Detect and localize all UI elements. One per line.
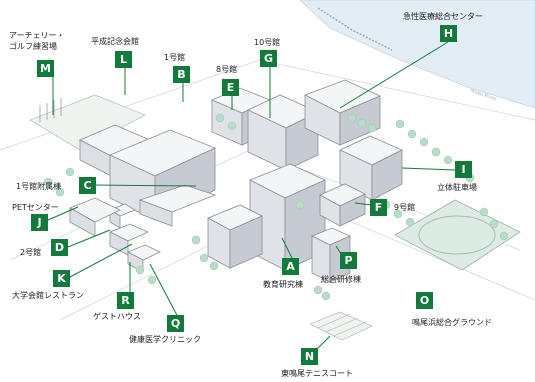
marker-r[interactable]: R [117,292,134,309]
sports-ground [394,199,521,271]
label-r: ゲストハウス [93,312,141,321]
label-l: 平成記念会館 [91,37,139,46]
marker-o[interactable]: O [416,292,433,309]
marker-c[interactable]: C [79,177,96,194]
label-j: PETセンター [12,203,59,212]
label-m-line2: ゴルフ練習場 [9,42,57,51]
label-p: 総合研修棟 [321,275,361,284]
marker-e[interactable]: E [222,79,239,96]
archery-range [29,94,146,151]
label-h: 急性医療総合センター [403,12,483,21]
label-e: 8号館 [216,65,238,74]
marker-p[interactable]: P [340,252,357,269]
marker-b[interactable]: B [173,66,190,83]
label-f: 9号館 [394,203,416,212]
river: Muko River [299,0,535,109]
label-a: 教育研究棟 [263,280,303,289]
label-k: 大学会館レストラン [12,291,84,300]
label-d: 2号館 [20,248,42,257]
label-c: 1号館附属棟 [16,182,62,191]
marker-q[interactable]: Q [167,315,184,332]
label-q: 健康医学クリニック [129,335,201,344]
label-n: 東鳴尾テニスコート [281,369,353,378]
marker-n[interactable]: N [301,348,318,365]
marker-j[interactable]: J [31,214,48,231]
label-m-line1: アーチェリー・ [9,31,65,40]
marker-l[interactable]: L [115,51,132,68]
marker-d[interactable]: D [51,239,68,256]
marker-k[interactable]: K [53,270,70,287]
marker-m[interactable]: M [37,60,54,77]
tennis-courts [309,311,373,341]
marker-g[interactable]: G [260,50,277,67]
label-i: 立体駐車場 [437,183,477,192]
label-o: 鳴尾浜総合グラウンド [412,318,492,327]
marker-i[interactable]: I [455,161,472,178]
marker-h[interactable]: H [440,25,457,42]
label-b: 1号館 [164,53,186,62]
marker-f[interactable]: F [370,199,387,216]
marker-a[interactable]: A [282,258,299,275]
label-g: 10号館 [254,38,281,47]
